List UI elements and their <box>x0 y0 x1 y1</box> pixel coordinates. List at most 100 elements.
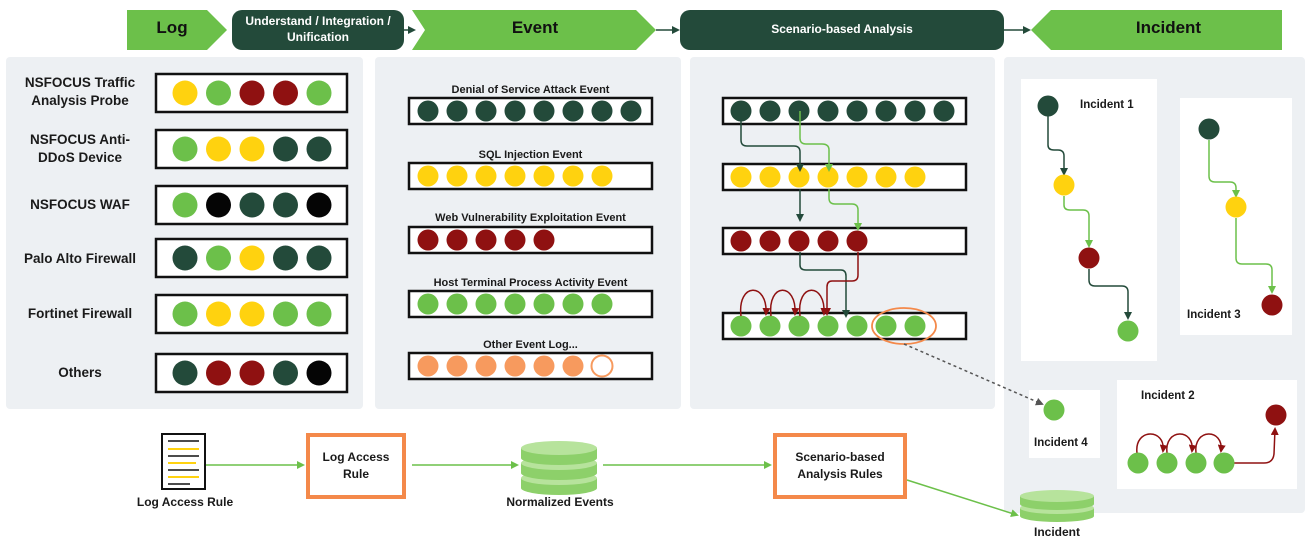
scenario-flow-lines <box>740 111 862 318</box>
event-dot <box>504 355 526 377</box>
scenario-dot <box>788 100 810 122</box>
event-dot <box>562 165 584 187</box>
inc1-node-4 <box>1117 320 1139 342</box>
source-dot <box>206 360 231 386</box>
event-dot <box>533 355 555 377</box>
normalized-events-database-icon <box>521 441 597 495</box>
source-dot <box>306 360 332 386</box>
event-dot <box>417 100 439 122</box>
scenario-dot <box>730 230 752 252</box>
source-dot <box>273 192 298 218</box>
event-dot <box>417 165 439 187</box>
incident-1-label: Incident 1 <box>1080 99 1134 111</box>
header-incident-arrow <box>1031 10 1282 50</box>
event-dot <box>446 100 468 122</box>
scenario-dot <box>875 166 897 188</box>
event-dot <box>533 229 555 251</box>
incident-2-label: Incident 2 <box>1141 390 1195 402</box>
source-dot <box>273 360 298 386</box>
incident-2-graph <box>1136 427 1279 464</box>
event-row-box <box>407 225 654 255</box>
inc1-node-2 <box>1053 174 1075 196</box>
log-access-rule-box-text: Log Access Rule <box>322 450 390 481</box>
header-log: Log <box>156 18 188 37</box>
event-dot <box>562 100 584 122</box>
event-dot <box>475 229 497 251</box>
source-dot <box>172 136 198 162</box>
scenario-dot <box>759 315 781 337</box>
header-scenario-box <box>680 10 1004 50</box>
source-dot <box>239 301 265 327</box>
scenario-dot <box>904 315 926 337</box>
source-dot <box>172 301 198 327</box>
event-label-web-vuln: Web Vulnerability Exploitation Event <box>435 212 626 224</box>
scenario-dot <box>817 315 839 337</box>
scenario-dot <box>730 166 752 188</box>
source-dot <box>206 136 231 162</box>
scenario-dot <box>788 230 810 252</box>
event-label-other: Other Event Log... <box>483 339 578 351</box>
incident-db-label: Incident <box>1033 525 1080 539</box>
scenario-dot <box>846 230 868 252</box>
event-dot <box>591 293 613 315</box>
event-dot <box>475 355 497 377</box>
source-label-waf: NSFOCUS WAF <box>30 197 130 212</box>
inc2-node-5 <box>1265 404 1287 426</box>
source-label-palo-alto: Palo Alto Firewall <box>23 251 137 266</box>
source-label-traffic-probe: NSFOCUS Traffic Analysis Probe <box>24 75 136 108</box>
source-dot <box>206 301 231 327</box>
header-incident: Incident <box>1135 18 1202 37</box>
source-dot <box>239 192 265 218</box>
source-dot <box>306 80 332 106</box>
incident-3-graph <box>1208 140 1276 294</box>
scenario-dot <box>817 166 839 188</box>
event-dot <box>590 354 614 378</box>
log-document-icon <box>161 433 206 490</box>
source-label-fortinet: Fortinet Firewall <box>27 306 133 321</box>
scenario-dot <box>846 315 868 337</box>
source-dot <box>239 245 265 271</box>
event-row-box <box>407 289 654 319</box>
event-dot <box>446 229 468 251</box>
event-label-sqli: SQL Injection Event <box>478 149 583 161</box>
source-dot <box>273 136 298 162</box>
scenario-dot <box>759 100 781 122</box>
scenario-row-box <box>721 226 968 256</box>
scenario-dot <box>759 166 781 188</box>
scenario-dot <box>759 230 781 252</box>
event-dot <box>533 165 555 187</box>
incident-4-label: Incident 4 <box>1034 437 1088 449</box>
event-dot <box>504 100 526 122</box>
scenario-dot <box>817 230 839 252</box>
event-dot <box>446 355 468 377</box>
scenario-rules-box-text: Scenario-based Analysis Rules <box>795 450 885 481</box>
event-dot <box>504 229 526 251</box>
header-log-arrow <box>127 10 227 50</box>
inc3-node-1 <box>1198 118 1220 140</box>
source-label-anti-ddos: NSFOCUS Anti-DDoS Device <box>30 132 130 165</box>
inc1-node-1 <box>1037 95 1059 117</box>
source-dot <box>172 245 198 271</box>
event-dot <box>562 293 584 315</box>
source-dot <box>172 80 198 106</box>
event-dot <box>504 293 526 315</box>
inc2-node-2 <box>1156 452 1178 474</box>
source-dot <box>273 301 298 327</box>
event-row-box <box>407 96 654 126</box>
scenario-dot <box>846 100 868 122</box>
event-dot <box>417 229 439 251</box>
inc4-node-1 <box>1043 399 1065 421</box>
scenario-row-box <box>721 162 968 192</box>
event-dot <box>562 355 584 377</box>
scenario-dot <box>904 100 926 122</box>
event-dot <box>533 100 555 122</box>
header-understand-box <box>232 10 404 50</box>
event-dot <box>591 165 613 187</box>
scenario-dot <box>730 315 752 337</box>
event-dot <box>417 355 439 377</box>
source-dot <box>239 136 265 162</box>
event-dot <box>533 293 555 315</box>
header-event-arrow <box>412 10 656 50</box>
event-dot <box>446 165 468 187</box>
